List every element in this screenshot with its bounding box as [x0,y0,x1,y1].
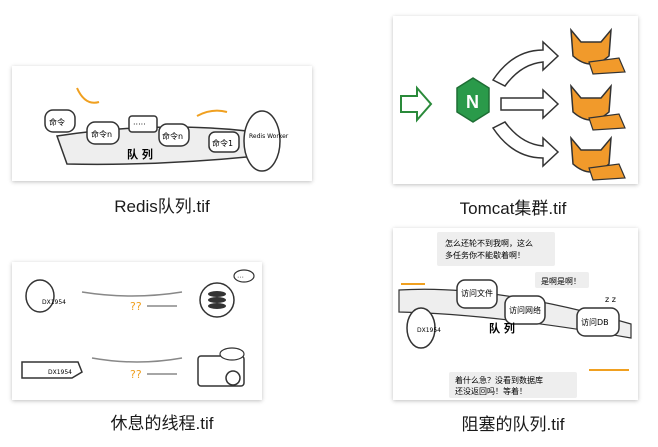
speech-2: 是啊是啊！ [541,277,581,286]
speech-3-line-2: 还没返回吗！等着！ [455,386,527,396]
queue-label: 队 列 [127,147,153,161]
worker-label: Redis Worker [249,133,289,140]
arrow-right-2 [91,357,183,363]
task-box-file [456,279,498,309]
arrow-right-1 [81,291,183,297]
thumbnail-blocked-queue[interactable]: 怎么还轮不到我啊，这么 多任务你不能歇着啊！ 是啊是啊！ 访问文件 访问网络 访… [393,228,638,400]
dots-box [128,115,158,133]
speech-box-2 [535,272,589,288]
cmd-box-1 [44,109,76,133]
file-tile-resting-thread[interactable]: DX1954 ?? ··· DX1954 ?? 休息的线程.tif [12,262,312,442]
queue-label-blocked: 队 列 [489,321,515,335]
task-box-db [576,307,620,337]
tomcat-icon-3 [570,135,626,181]
search-icon [225,370,241,386]
file-tile-tomcat-cluster[interactable]: N Tomcat集群.tif [343,16,643,218]
cmd-box-4 [208,131,240,153]
file-tile-blocked-queue[interactable]: 怎么还轮不到我啊，这么 多任务你不能歇着啊！ 是啊是啊！ 访问文件 访问网络 访… [343,228,643,442]
question-mark-1: ?? [130,300,142,313]
thumbnail-tomcat-cluster[interactable]: N [393,16,638,184]
file-name-tomcat-cluster: Tomcat集群.tif [459,199,567,218]
speech-bubble [233,269,255,283]
bubble-dots: ··· [237,274,244,281]
thread-label-2: DX1954 [48,369,72,376]
thumbnail-redis-queue[interactable]: 命令 命令n ····· 命令n 命令1 队 列 Redis Worker [12,66,312,181]
cmd-label-4: 命令1 [212,138,233,148]
question-mark-2: ?? [130,368,142,381]
orange-arrow-2 [196,109,228,117]
thread-label-blocked: DX1954 [417,327,441,334]
file-tile-redis-queue[interactable]: 命令 命令n ····· 命令n 命令1 队 列 Redis Worker Re… [12,16,312,216]
thumbnail-resting-thread[interactable]: DX1954 ?? ··· DX1954 ?? [12,262,262,400]
speech-box-1 [437,232,555,266]
cmd-label-3: 命令n [162,131,183,141]
speech-box-3 [449,372,577,398]
file-name-resting-thread: 休息的线程.tif [110,414,214,433]
blocked-queue-illustration: 怎么还轮不到我啊，这么 多任务你不能歇着啊！ 是啊是啊！ 访问文件 访问网络 访… [398,232,632,398]
cloud-icon [219,347,245,361]
speech-1-line-2: 多任务你不能歇着啊！ [445,250,525,260]
worker-figure [243,110,281,172]
file-name-redis-queue: Redis队列.tif [114,197,210,216]
file-name-blocked-queue: 阻塞的队列.tif [461,415,565,434]
tomcat-icon-1 [570,27,626,75]
input-arrow [400,85,433,123]
cmd-box-2 [86,121,120,145]
task-box-network [504,295,546,325]
orange-arrow-1 [76,87,100,104]
cmd-label-1: 命令 [49,117,65,127]
thread-figure-2 [21,361,83,379]
task-label-file: 访问文件 [461,288,493,298]
task-label-db: 访问DB [581,317,609,327]
dots-label: ····· [133,120,146,129]
arrow-down [491,121,560,168]
resting-thread-illustration: DX1954 ?? ··· DX1954 ?? [21,269,255,387]
speech-3-line-1: 着什么急？没看到数据库 [455,375,543,385]
arrow-middle [500,88,560,120]
tomcat-cluster-illustration: N [400,27,626,181]
task-label-network: 访问网络 [509,305,541,315]
sleep-zz: z z [605,295,616,304]
tomcat-icon-2 [570,83,626,131]
thread-figure-blocked [406,307,436,349]
nginx-icon [456,77,490,123]
arrow-up [491,40,560,87]
thread-figure-1 [25,279,55,313]
speech-1-line-1: 怎么还轮不到我啊，这么 [445,238,533,248]
redis-queue-illustration: 命令 命令n ····· 命令n 命令1 队 列 Redis Worker [44,87,289,172]
nginx-letter: N [466,92,479,112]
thread-label-1: DX1954 [42,299,66,306]
cmd-label-2: 命令n [91,129,112,139]
cmd-box-3 [158,123,190,147]
